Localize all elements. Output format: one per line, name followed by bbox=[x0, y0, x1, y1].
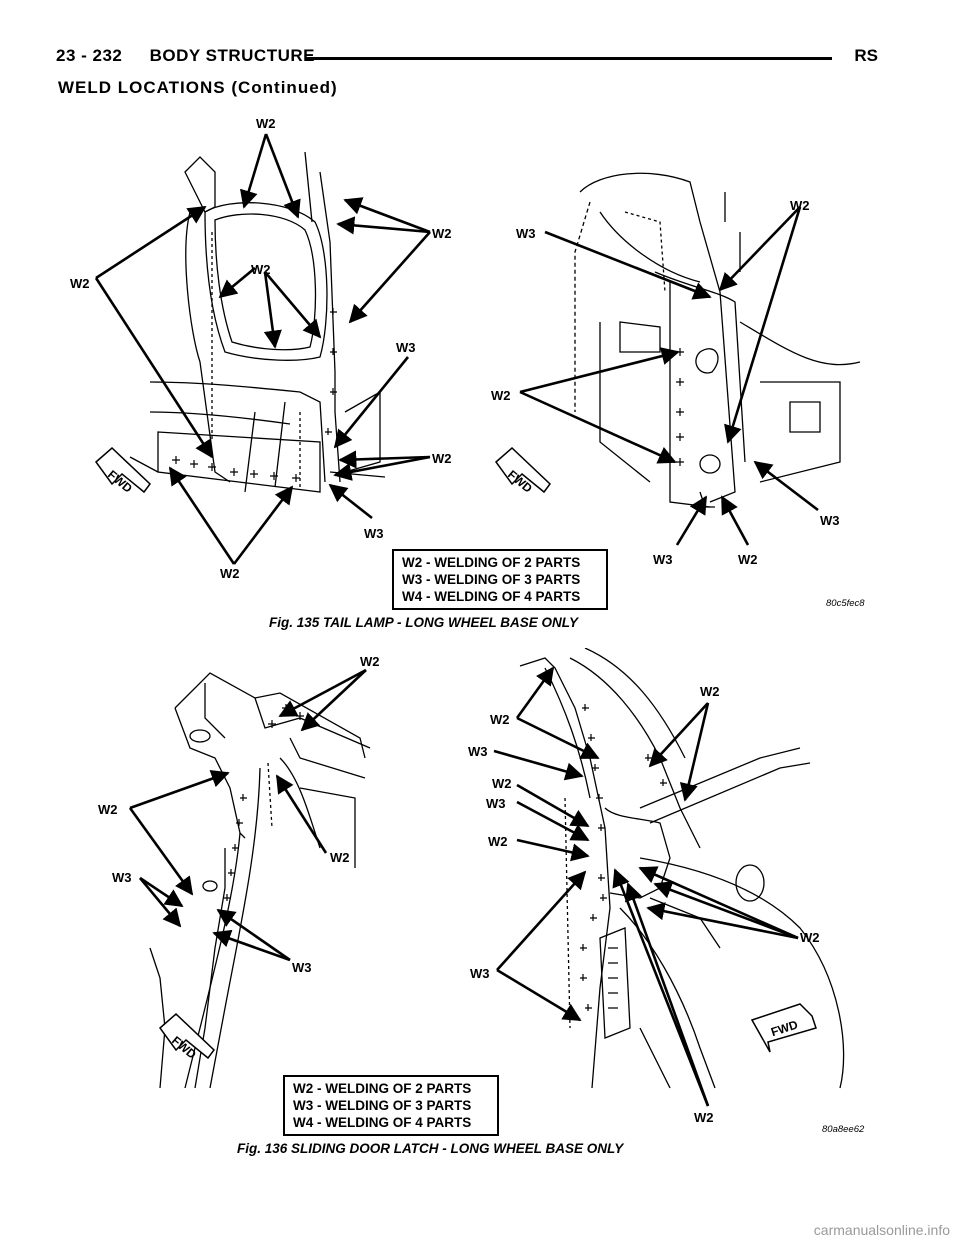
figure-136: FWD FWD bbox=[0, 648, 960, 1130]
w2-label: W2 bbox=[491, 388, 511, 403]
w2-label: W2 bbox=[70, 276, 90, 291]
legend-w2: W2 - WELDING OF 2 PARTS bbox=[402, 555, 581, 570]
fwd-arrow-right: FWD bbox=[750, 1003, 817, 1053]
header-rule bbox=[306, 57, 832, 60]
section-title: WELD LOCATIONS (Continued) bbox=[58, 78, 338, 97]
header-left: 23 - 232 BODY STRUCTURE bbox=[56, 46, 315, 66]
w3-label: W3 bbox=[396, 340, 416, 355]
w2-label: W2 bbox=[700, 684, 720, 699]
weld-leaders bbox=[94, 133, 819, 565]
figure-136-drawing: FWD FWD bbox=[98, 648, 845, 1125]
page-header: 23 - 232 BODY STRUCTURE RS bbox=[56, 46, 878, 72]
figure-136-caption: Fig. 136 SLIDING DOOR LATCH - LONG WHEEL… bbox=[237, 1141, 624, 1156]
w3-label: W3 bbox=[486, 796, 506, 811]
w2-label: W2 bbox=[488, 834, 508, 849]
w2-label: W2 bbox=[256, 116, 276, 131]
header-title: BODY STRUCTURE bbox=[149, 46, 315, 65]
weld-marks bbox=[172, 308, 684, 482]
w3-label: W3 bbox=[820, 513, 840, 528]
legend-w3: W3 - WELDING OF 3 PARTS bbox=[402, 572, 581, 587]
w3-label: W3 bbox=[112, 870, 132, 885]
figure-135-code: 80c5fec8 bbox=[826, 598, 865, 609]
figure-136-code: 80a8ee62 bbox=[822, 1124, 865, 1135]
w2-label: W2 bbox=[738, 552, 758, 567]
fwd-arrow-right: FWD bbox=[494, 446, 552, 496]
w2-label: W2 bbox=[251, 262, 271, 277]
w2-label: W2 bbox=[432, 226, 452, 241]
w3-label: W3 bbox=[292, 960, 312, 975]
legend-w4: W4 - WELDING OF 4 PARTS bbox=[402, 589, 581, 604]
w2-label: W2 bbox=[98, 802, 118, 817]
w3-label: W3 bbox=[468, 744, 488, 759]
w2-label: W2 bbox=[490, 712, 510, 727]
w2-label: W2 bbox=[800, 930, 820, 945]
w2-label: W2 bbox=[432, 451, 452, 466]
legend-w2: W2 - WELDING OF 2 PARTS bbox=[293, 1081, 472, 1096]
w2-label: W2 bbox=[220, 566, 240, 581]
w3-label: W3 bbox=[516, 226, 536, 241]
legend-w4: W4 - WELDING OF 4 PARTS bbox=[293, 1115, 472, 1130]
w2-label: W2 bbox=[694, 1110, 714, 1125]
figure-135-drawing: FWD FWD bbox=[70, 116, 861, 581]
legend-w3: W3 - WELDING OF 3 PARTS bbox=[293, 1098, 472, 1113]
tail-lamp-left-view bbox=[129, 151, 386, 493]
fwd-arrow-left: FWD bbox=[94, 446, 152, 496]
figure-135-legend: W2 - WELDING OF 2 PARTS W3 - WELDING OF … bbox=[392, 549, 608, 610]
tail-lamp-right-view bbox=[574, 172, 861, 508]
w2-label: W2 bbox=[492, 776, 512, 791]
figure-135-caption: Fig. 135 TAIL LAMP - LONG WHEEL BASE ONL… bbox=[269, 615, 579, 630]
w2-label: W2 bbox=[790, 198, 810, 213]
figure-135: FWD FWD bbox=[0, 112, 960, 612]
w2-label: W2 bbox=[330, 850, 350, 865]
page-number: 23 - 232 bbox=[56, 46, 123, 65]
w3-label: W3 bbox=[470, 966, 490, 981]
header-code: RS bbox=[854, 46, 878, 65]
figure-136-legend: W2 - WELDING OF 2 PARTS W3 - WELDING OF … bbox=[283, 1075, 499, 1136]
w3-label: W3 bbox=[364, 526, 384, 541]
weld-marks bbox=[224, 704, 667, 1011]
w3-label: W3 bbox=[653, 552, 673, 567]
weld-leaders bbox=[128, 666, 799, 1107]
watermark: carmanualsonline.info bbox=[813, 1222, 950, 1238]
w2-label: W2 bbox=[360, 654, 380, 669]
